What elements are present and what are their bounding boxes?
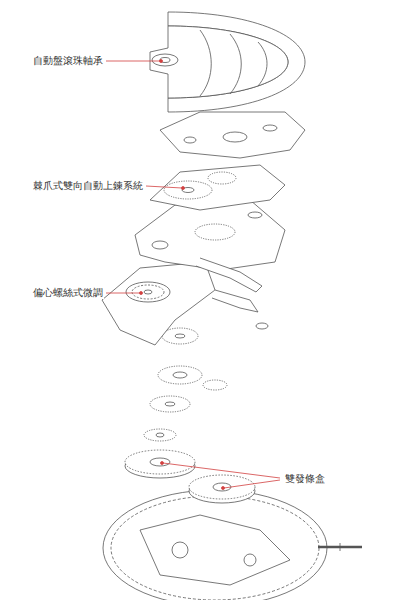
jewel bbox=[223, 132, 247, 142]
escape-wheel bbox=[158, 366, 202, 384]
jewel bbox=[244, 554, 256, 566]
balance-wheel bbox=[126, 282, 170, 302]
barrel-teeth bbox=[125, 450, 195, 474]
screw bbox=[256, 323, 268, 329]
main-plate bbox=[103, 490, 327, 600]
leader-line bbox=[146, 186, 182, 188]
part-label: 自動盤滾珠軸承 bbox=[32, 55, 104, 67]
jewel bbox=[172, 542, 188, 558]
leader-dot bbox=[161, 462, 164, 465]
main-plate-bridge bbox=[140, 515, 290, 585]
pallet-lever bbox=[212, 290, 258, 312]
rotor-stripes bbox=[200, 30, 267, 96]
pinion bbox=[173, 372, 187, 378]
leader-line bbox=[163, 463, 280, 478]
leader-line bbox=[106, 293, 140, 294]
part-label: 偏心螺絲式微調 bbox=[32, 287, 104, 299]
bearing-center bbox=[160, 58, 170, 63]
leader-line bbox=[224, 480, 280, 488]
gear bbox=[162, 328, 198, 344]
gear bbox=[203, 380, 227, 390]
part-label: 雙發條盒 bbox=[284, 473, 326, 485]
pawl-arbor bbox=[182, 188, 194, 193]
leader-dot bbox=[222, 487, 225, 490]
gear bbox=[150, 396, 190, 412]
screw bbox=[184, 137, 196, 143]
pawl-wheel bbox=[164, 181, 212, 199]
hairspring bbox=[132, 285, 164, 299]
main-plate-detail bbox=[111, 496, 319, 600]
balance-bridge bbox=[102, 262, 215, 345]
screw bbox=[152, 241, 168, 249]
leader-dot bbox=[182, 187, 185, 190]
screw bbox=[248, 212, 262, 218]
barrel-teeth bbox=[189, 475, 255, 499]
stem-thread bbox=[340, 543, 341, 551]
pinion bbox=[165, 402, 175, 406]
leader-dot bbox=[140, 292, 143, 295]
screw bbox=[263, 125, 277, 131]
barrel-arbor bbox=[150, 458, 170, 466]
upper-bridge bbox=[160, 112, 305, 158]
rotor-plate bbox=[150, 26, 288, 98]
leader-line bbox=[106, 61, 160, 62]
pinion bbox=[175, 334, 185, 338]
winding-bridge bbox=[135, 200, 285, 270]
click-spring bbox=[196, 258, 262, 292]
part-label: 棘爪式雙向自動上鍊系統 bbox=[32, 180, 144, 192]
pinion bbox=[156, 433, 164, 437]
ball-bearing bbox=[152, 54, 178, 66]
leader-dot bbox=[160, 60, 163, 63]
gear bbox=[195, 224, 235, 240]
balance-staff bbox=[144, 290, 152, 294]
gear bbox=[144, 429, 176, 441]
reduction-gear bbox=[208, 172, 236, 184]
